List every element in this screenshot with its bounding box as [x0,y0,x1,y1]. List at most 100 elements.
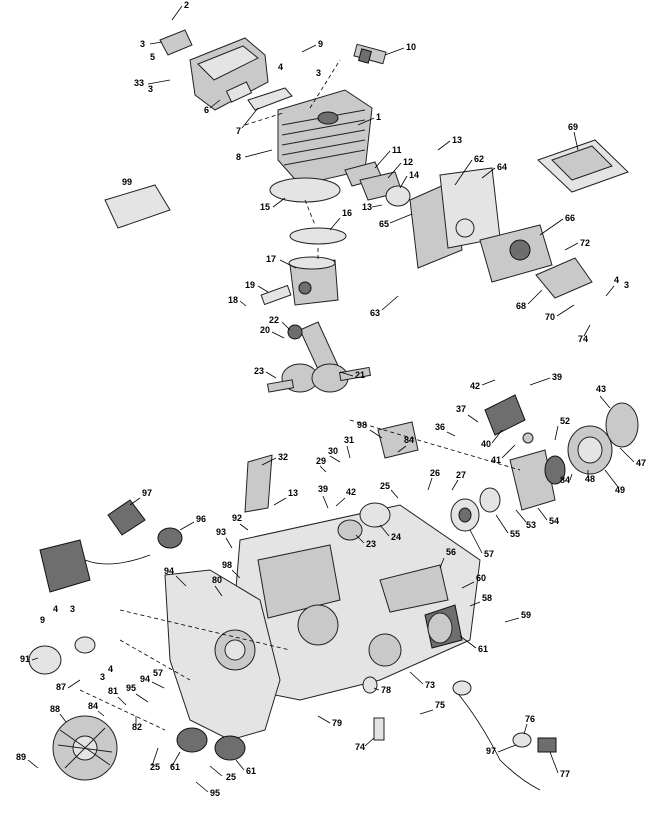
callout-4-mid: 4 [108,664,113,674]
chain-catcher-part [244,454,273,513]
callout-66: 69 [568,122,578,132]
callout-64: 66 [565,213,575,223]
callout-28: 27 [456,470,466,480]
callout-35: 36 [435,422,445,432]
callout-49: 49 [615,485,625,495]
callout-39: 41 [491,455,501,465]
callout-24: 23 [366,539,376,549]
callout-56: 58 [482,593,492,603]
callout-57: 59 [521,610,531,620]
callout-33: 33 [134,78,144,88]
callout-labels: 2 3 5 9 10 4 3 33 3 6 7 1 8 13 11 62 64 … [16,0,646,798]
callout-88: 92 [232,513,242,523]
callout-58: 60 [476,573,486,583]
callout-77: 79 [332,718,342,728]
callout-36: 37 [456,404,466,414]
flywheel-part [52,715,118,781]
callout-38: 40 [481,439,491,449]
callout-22: 22 [269,315,279,325]
callout-72: 74 [578,334,588,344]
callout-12: 12 [403,157,413,167]
callout-14: 14 [409,170,419,180]
callout-78: 80 [212,575,222,585]
callout-62: 64 [497,162,507,172]
callout-26-top: 25 [380,481,390,491]
callout-3-left-mid: 3 [70,604,75,614]
callout-27: 26 [430,468,440,478]
callout-13-mid: 13 [362,202,372,212]
gasket-set-part [104,184,171,229]
callout-92: 95 [210,788,220,798]
callout-80: 82 [132,722,142,732]
callout-79: 81 [108,686,118,696]
callout-40: 42 [470,381,480,391]
callout-96: 97 [142,488,152,498]
callout-59-low1: 61 [170,762,180,772]
callout-53: 55 [510,529,520,539]
oil-pump-drive-part [484,394,534,444]
callout-82: 87 [56,682,66,692]
cylinder-gasket-part [269,177,341,203]
callout-99: 99 [122,177,132,187]
callout-26-low1: 25 [150,762,160,772]
oil-seal-part [359,502,391,528]
ignition-coil-part [39,527,183,593]
piston-pin-part [260,284,292,306]
callout-4-right: 4 [614,275,619,285]
callout-69: 72 [580,238,590,248]
callout-87: 91 [20,654,30,664]
callout-73: 75 [435,700,445,710]
callout-32: 32 [278,452,288,462]
muffler-cover-part [159,29,269,111]
callout-1: 1 [376,112,381,122]
callout-83: 88 [50,704,60,714]
callout-26-low2: 25 [226,772,236,782]
callout-95: 97 [486,746,496,756]
callout-3: 3 [140,39,145,49]
callout-93: 95 [126,683,136,693]
callout-3-right: 3 [624,280,629,290]
callout-65: 68 [516,301,526,311]
callout-13-top: 13 [452,135,462,145]
callout-37: 39 [552,372,562,382]
worm-gear-part [544,455,566,485]
callout-63: 65 [379,219,389,229]
callout-54-left: 57 [153,668,163,678]
callout-81-left: 84 [88,701,98,711]
callout-17: 17 [266,254,276,264]
callout-3-left: 3 [148,84,153,94]
callout-29: 29 [316,456,326,466]
callout-4-top: 4 [278,62,283,72]
muffler-gasket-part [247,87,293,111]
callout-74: 76 [525,714,535,724]
callout-3-top: 3 [316,68,321,78]
crankcase-part [234,504,481,701]
crankshaft-part [266,321,372,393]
callout-59-right: 61 [478,644,488,654]
rubber-buffer-part [107,499,146,536]
callout-90: 94 [140,674,150,684]
callout-11: 11 [392,145,402,155]
callout-75: 77 [560,769,570,779]
cable-clip-part [373,717,385,741]
callout-81-right: 84 [560,475,570,485]
callout-41: 42 [346,487,356,497]
callout-61: 63 [370,308,380,318]
callout-89: 93 [216,527,226,537]
fuel-cap-part [176,727,246,761]
bearing-part [450,487,501,532]
callout-5: 5 [150,52,155,62]
callout-6: 6 [204,105,209,115]
callout-55: 56 [446,547,456,557]
callout-15: 15 [260,202,270,212]
callout-98: 98 [357,420,367,430]
clutch-part [605,402,639,448]
oil-pump-part [509,449,556,511]
callout-94: 96 [196,514,206,524]
guide-plate-part [377,421,419,459]
crankcase-left-part [164,569,281,741]
callout-19: 19 [245,280,255,290]
clutch-drum-part [567,425,613,475]
needle-bearing-part [287,324,303,340]
callout-52: 54 [549,516,559,526]
